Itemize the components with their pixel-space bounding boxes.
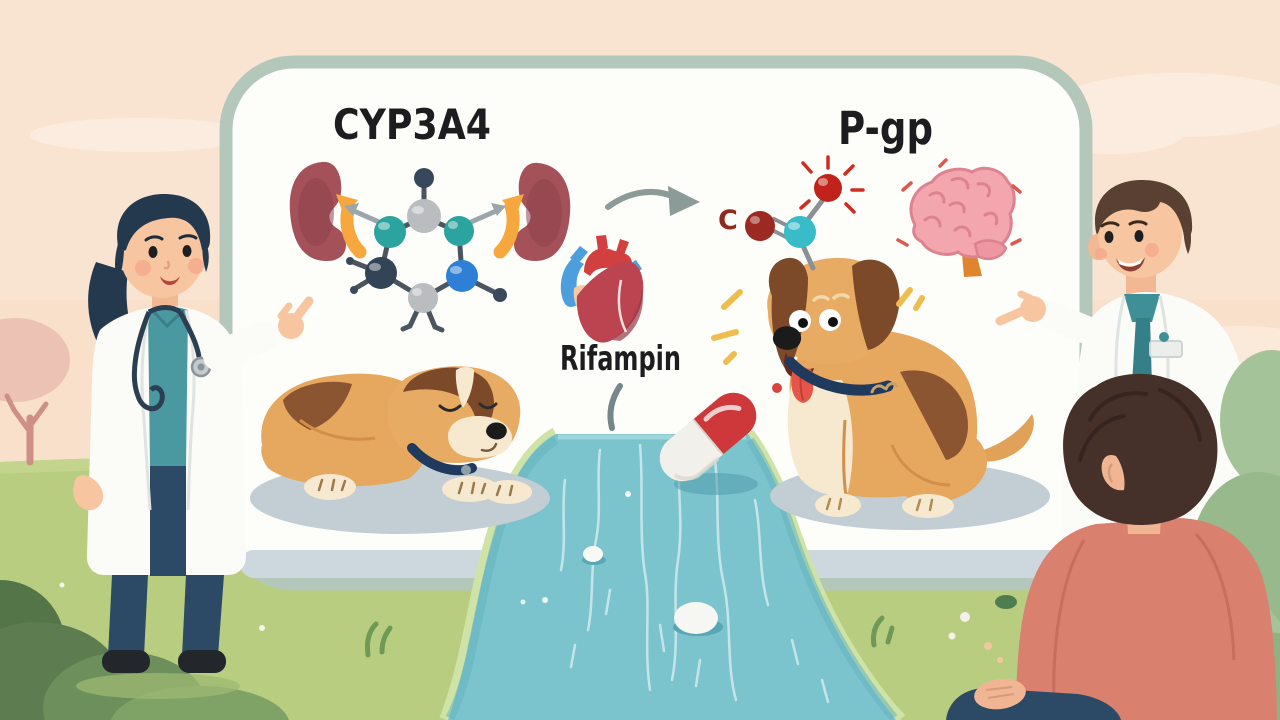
dog-collar [784,356,894,396]
excited-dog [711,257,1034,518]
seated-observer [946,373,1277,720]
flying-droplet [772,383,782,393]
hair [117,194,211,251]
dog-nose [772,326,802,350]
excitement-sparkles [711,287,925,365]
doctor-shadow [76,673,240,699]
stream [439,427,906,720]
bottom-left-bush [0,580,289,720]
mouth [160,276,180,285]
female-veterinarian [73,194,314,673]
smile [1116,257,1145,272]
brain [896,158,1022,277]
carbon-atom-label: C [718,205,738,236]
pointing-hand [277,296,314,339]
pointing-hand [995,290,1046,326]
shirt [1124,294,1160,322]
face [120,210,204,298]
eyebrows [812,293,850,302]
drug-molecule [346,168,507,333]
bare-tree [4,393,49,466]
eyes [789,309,841,332]
raised-sleeve [203,321,279,371]
hair-back [1063,373,1218,526]
heart [560,235,644,343]
pointing-sleeve [1036,301,1110,348]
hand-on-knee [974,678,1026,710]
hair-swirls [1078,388,1202,462]
dog-ear-right [852,259,900,350]
ear [1101,454,1125,491]
shoe [178,650,226,673]
right-transporter-label: P-gp [838,102,933,155]
eyebrows [1100,220,1148,228]
dog-nose [486,422,507,440]
brain-glow-dashes [896,158,1022,247]
uptake-arrows [336,194,524,259]
glow-spikes [799,155,865,214]
scrub-top [148,307,188,466]
hair [1095,180,1193,240]
brain-stem [962,252,982,277]
paws [815,493,954,518]
efflux-molecule [745,155,865,271]
capsule-pill [659,392,758,495]
paws [304,474,532,504]
shirt-back [1016,518,1277,720]
grass-details [59,582,1017,663]
eyebrows [144,234,198,242]
flow-arrow [607,383,623,431]
shoe [102,650,150,673]
dog-tail [978,414,1034,462]
brain-folds [923,176,999,238]
stethoscope [131,305,212,412]
pocket-badge [1159,332,1169,342]
floating-pebbles [520,491,723,636]
left-enzyme-label: CYP3A4 [333,100,491,149]
sleeping-dog [261,366,532,504]
left-hand [73,475,104,511]
kidneys [289,161,571,262]
induction-arrow [605,186,700,216]
drug-label: Rifampin [560,339,681,379]
coat-pocket [1149,340,1183,358]
closed-eyes [438,402,498,412]
